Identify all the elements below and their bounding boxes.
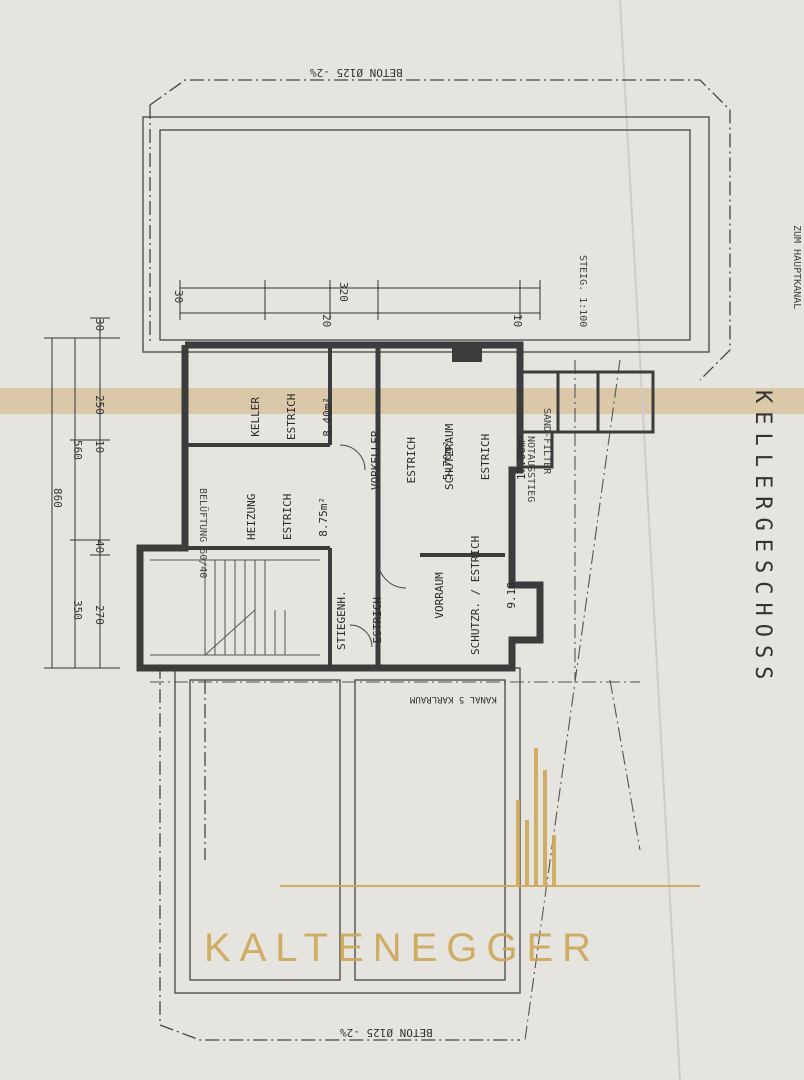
kanal-label: KANAL 5 KARLRAUM (410, 694, 497, 704)
watermark-logo (280, 748, 700, 887)
room-keller-area: 8.40m² (321, 396, 334, 437)
room-stiegenhaus-name: STIEGENH. (335, 590, 348, 650)
dim-30: 30 (93, 318, 106, 332)
room-keller-name: KELLER (249, 396, 262, 437)
dim-250: 250 (93, 395, 106, 415)
building-walls (136, 341, 544, 672)
left-dimension-lines (44, 317, 120, 669)
chimney (452, 348, 482, 362)
room-stiegenhaus-floor: ESTRICH (371, 597, 384, 644)
hauptkanal-label: ZUM HAUPTKANAL (791, 225, 802, 310)
beton-top-label: BETON Ø125 -2% (310, 66, 403, 79)
sand-filter-boxes (518, 370, 655, 469)
room-schutzraum-label: SCHUTZRAUM ESTRICH 17.00m² (420, 424, 540, 490)
room-vorraum-area: 9.18 (505, 582, 518, 609)
room-vorraum-name: VORRAUM (433, 572, 446, 619)
room-heizung-floor: ESTRICH (281, 493, 294, 540)
dim-560: 560 (71, 440, 84, 460)
belueftung-label: BELÜFTUNG 60/40 (197, 488, 208, 579)
watermark-text: KALTENEGGER (203, 926, 601, 970)
room-keller-floor: ESTRICH (285, 393, 298, 440)
dim-top-320: 320 (337, 282, 350, 302)
room-heizung-name: HEIZUNG (245, 493, 258, 540)
room-stiegenhaus-label: STIEGENH. ESTRICH (312, 590, 396, 650)
dim-270: 270 (93, 605, 106, 625)
dim-top-30: 30 (172, 290, 185, 304)
beton-bottom-label: BETON Ø125 -2% (340, 1026, 433, 1039)
tape-strip (0, 388, 804, 414)
room-heizung-area: 8.75m² (317, 496, 330, 537)
dim-40: 40 (93, 540, 106, 554)
door-swings (339, 444, 407, 648)
room-vorkeller-floor: ESTRICH (405, 437, 418, 484)
top-dimension-lines (179, 280, 541, 320)
staircase (150, 559, 320, 656)
room-schutzraum-name: SCHUTZRAUM (443, 423, 456, 490)
drawing-title: KELLERGESCHOSS (750, 390, 775, 688)
dim-total: 860 (51, 488, 64, 508)
fold-line (619, 0, 681, 1080)
room-vorkeller-name: VORKELLER (369, 430, 382, 490)
top-terrace-outline (142, 79, 731, 381)
right-survey-lines (150, 359, 641, 1041)
dim-10: 10 (93, 440, 106, 454)
dim-top-10: 10 (511, 314, 524, 328)
room-schutzraum-floor: ESTRICH (479, 433, 492, 481)
room-keller-label: KELLER ESTRICH 8.40m² (226, 394, 346, 440)
room-vorraum-label: VORRAUM SCHUTZR. / ESTRICH 9.18 (410, 536, 530, 655)
room-vorraum-floor: SCHUTZR. / ESTRICH (469, 535, 482, 655)
dim-350: 350 (71, 600, 84, 620)
dim-top-20: 20 (320, 314, 333, 328)
room-heizung-label: HEIZUNG ESTRICH 8.75m² (222, 494, 342, 540)
stiege-label: STEIG. 1:100 (577, 255, 588, 328)
sandfilter-label: SAND-FILTER (541, 408, 552, 475)
notausstieg-label: NOTAUSSTIEG (525, 436, 536, 503)
